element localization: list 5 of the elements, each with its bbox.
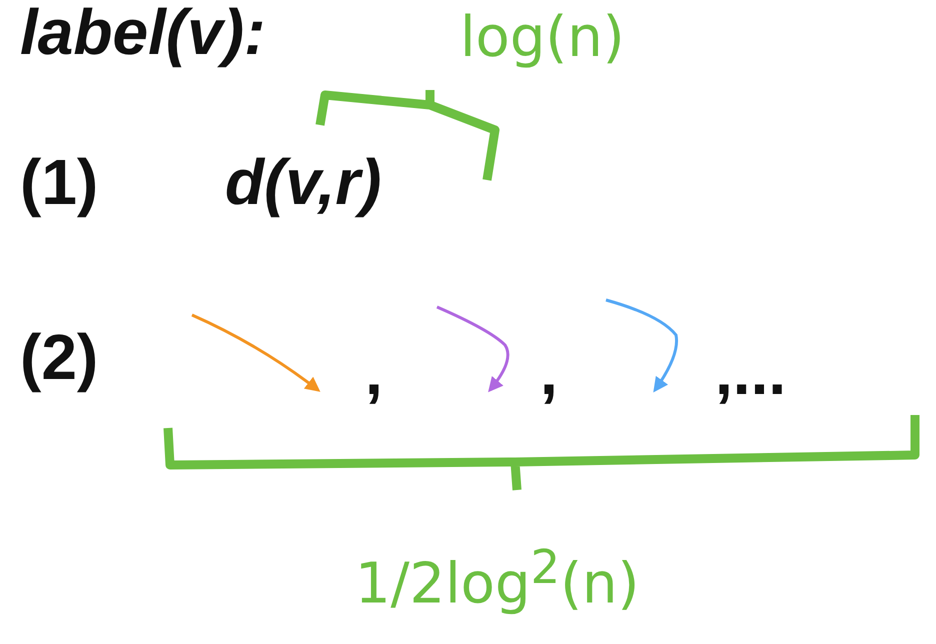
separator: , xyxy=(540,340,558,404)
complexity-label: log(n) xyxy=(460,10,625,66)
ellipsis: ,... xyxy=(715,340,786,404)
complexity-label: 1/2log$^{2}$(n) xyxy=(355,545,640,613)
separator: , xyxy=(365,340,383,404)
